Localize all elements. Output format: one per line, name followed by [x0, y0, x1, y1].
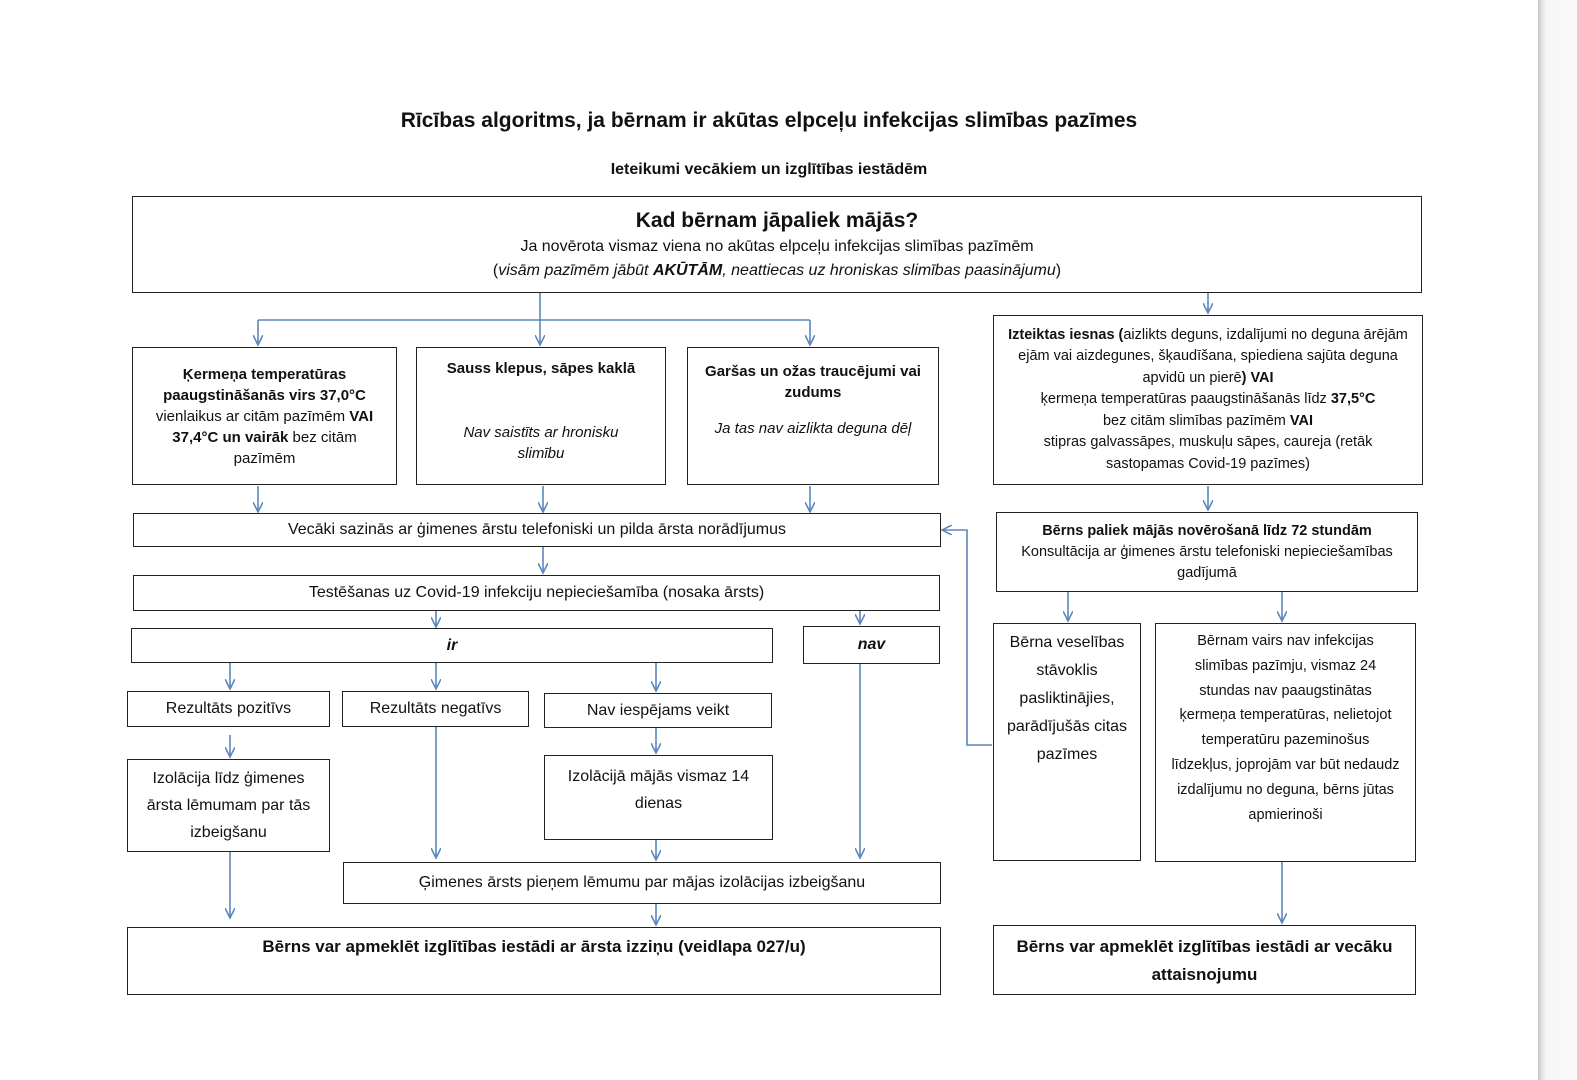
cough-title: Sauss klepus, sāpes kaklā [446, 360, 636, 377]
runny-or: VAI [1289, 412, 1314, 429]
page-subtitle: Ieteikumi vecākiem un izglītības iestādē… [610, 161, 928, 178]
runny-bold2: ) VAI [1241, 369, 1274, 386]
no-signs-text: Bērnam vairs nav infekcijas slimības paz… [1171, 633, 1400, 823]
stay-home-box: Kad bērnam jāpaliek mājās? Ja novērota v… [132, 196, 1422, 293]
isolation-14-text: Izolācijā mājās vismaz 14 dienas [567, 768, 750, 812]
result-positive-text: Rezultāts pozitīvs [165, 700, 292, 717]
contact-doctor-box: Vecāki sazinās ar ģimenes ārstu telefoni… [133, 513, 941, 547]
contact-doctor-text: Vecāki sazinās ar ģimenes ārstu telefoni… [287, 521, 787, 538]
runny-text2: ķermeņa temperatūras paaugstināšanās līd… [1040, 391, 1327, 408]
runny-text4: stipras galvassāpes, muskuļu sāpes, caur… [1043, 434, 1373, 472]
attend-doctor-text: Bērns var apmeklēt izglītības iestādi ar… [262, 937, 806, 956]
runny-text3: bez citām slimības pazīmēm [1102, 412, 1286, 429]
attend-parents-box: Bērns var apmeklēt izglītības iestādi ar… [993, 925, 1416, 995]
branch-yes-box: ir [131, 628, 773, 663]
runny-bold3: 37,5°C [1330, 391, 1376, 408]
stay-home-note-b: , neattiecas uz hroniskas slimības paasi… [722, 261, 1056, 279]
cough-box: Sauss klepus, sāpes kaklā Nav saistīts a… [416, 347, 666, 485]
observation-box: Bērns paliek mājās novērošanā līdz 72 st… [996, 512, 1418, 592]
smell-box: Garšas un ožas traucējumi vai zudums Ja … [687, 347, 939, 485]
smell-note: Ja tas nav aizlikta deguna dēļ [714, 420, 912, 437]
result-impossible-text: Nav iespējams veikt [586, 701, 730, 719]
temperature-text2: bez citām pazīmēm [233, 428, 357, 467]
no-signs-box: Bērnam vairs nav infekcijas slimības paz… [1155, 623, 1416, 862]
testing-need-box: Testēšanas uz Covid-19 infekciju nepieci… [133, 575, 940, 611]
result-negative-text: Rezultāts negatīvs [369, 700, 502, 717]
stay-home-heading: Kad bērnam jāpaliek mājās? [635, 208, 919, 232]
isolation-until-text: Izolācija līdz ģimenes ārsta lēmumam par… [146, 770, 311, 841]
arrow-worsened-contact [942, 530, 992, 746]
smell-title: Garšas un ožas traucējumi vai zudums [705, 363, 921, 401]
temperature-bold3: 37,4°C un vairāk [172, 428, 289, 446]
document-page: Rīcības algoritms, ja bērnam ir akūtas e… [127, 109, 1423, 995]
temperature-or: VAI [349, 407, 374, 425]
runny-text1: aizlikts deguns, izdalījumi no deguna ār… [1018, 326, 1408, 386]
attend-doctor-box: Bērns var apmeklēt izglītības iestādi ar… [127, 927, 941, 995]
testing-need-text: Testēšanas uz Covid-19 infekciju nepieci… [308, 584, 765, 601]
doctor-decision-box: Ģimenes ārsts pieņem lēmumu par mājas iz… [343, 862, 941, 904]
stay-home-line2: (visām pazīmēm jābūt AKŪTĀM, neattiecas … [493, 259, 1061, 283]
paren-open: ( [492, 261, 499, 279]
worsened-text: Bērna veselības stāvoklis pasliktinājies… [1006, 634, 1128, 763]
attend-parents-text: Bērns var apmeklēt izglītības iestādi ar… [1016, 937, 1393, 984]
runny-nose-box: Izteiktas iesnas (aizlikts deguns, izdal… [993, 315, 1423, 485]
observation-text: Konsultācija ar ģimenes ārstu telefonisk… [1021, 543, 1393, 581]
isolation-until-box: Izolācija līdz ģimenes ārsta lēmumam par… [127, 759, 330, 852]
stay-home-note-a: visām pazīmēm jābūt [498, 261, 653, 279]
paren-close: ) [1055, 261, 1062, 279]
doctor-decision-text: Ģimenes ārsts pieņem lēmumu par mājas iz… [418, 874, 866, 891]
result-positive-box: Rezultāts pozitīvs [127, 691, 330, 727]
cough-note: Nav saistīts ar hronisku slimību [463, 424, 619, 462]
temperature-bold1: Ķermeņa temperatūras paaugstināšanās vir… [163, 365, 366, 404]
result-impossible-box: Nav iespējams veikt [544, 693, 772, 728]
worsened-box: Bērna veselības stāvoklis pasliktinājies… [993, 623, 1141, 861]
temperature-box: Ķermeņa temperatūras paaugstināšanās vir… [132, 347, 397, 485]
page-title: Rīcības algoritms, ja bērnam ir akūtas e… [400, 109, 1138, 132]
branch-no-label: nav [857, 636, 886, 653]
isolation-14-box: Izolācijā mājās vismaz 14 dienas [544, 755, 773, 840]
adjacent-page-edge [1538, 0, 1577, 1080]
stay-home-line1: Ja novērota vismaz viena no akūtas elpce… [520, 237, 1034, 255]
temperature-text1: vienlaikus ar citām pazīmēm [155, 407, 346, 425]
branch-no-box: nav [803, 626, 940, 664]
observation-title: Bērns paliek mājās novērošanā līdz 72 st… [1042, 522, 1372, 539]
runny-bold1: Izteiktas iesnas ( [1008, 326, 1124, 343]
result-negative-box: Rezultāts negatīvs [342, 691, 529, 727]
branch-yes-label: ir [446, 636, 458, 654]
stay-home-acute: AKŪTĀM [652, 261, 723, 279]
